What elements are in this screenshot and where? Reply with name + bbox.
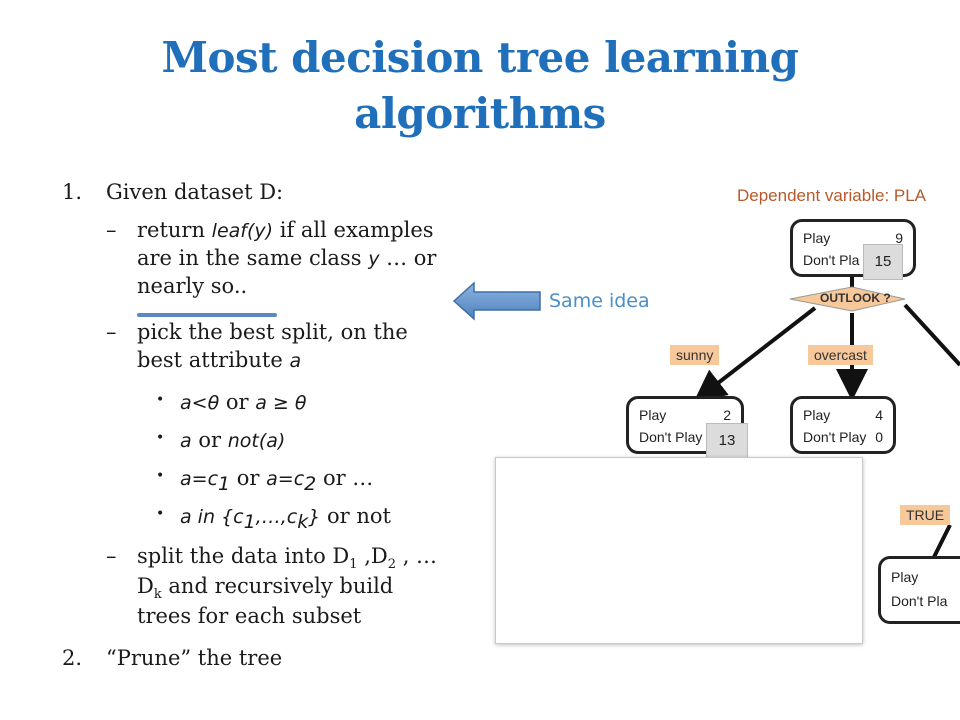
dash-2-line-2: best attribute a (137, 348, 302, 372)
overcast-tag: overcast (808, 345, 873, 365)
dash-1-line-1: return leaf(y) if all examples (137, 218, 434, 242)
page-number-13: 13 (706, 423, 748, 459)
dash-1-line-2: are in the same class y … or (137, 246, 437, 270)
step-1-number: 1. (62, 180, 83, 204)
dash-2: – (106, 320, 117, 344)
bullet-4: a in {c1,…,ck} or not (180, 504, 391, 534)
dash-1-line-3: nearly so.. (137, 274, 248, 298)
bullet-3: a=c1 or a=c2 or … (180, 466, 374, 496)
outlook-label: OUTLOOK ? (820, 291, 891, 305)
title-line-1: Most decision tree learning (161, 33, 799, 82)
dependent-variable-label: Dependent variable: PLA (737, 186, 927, 205)
dash-2-line-1: pick the best split, on the (137, 320, 408, 344)
left-arrow-icon (452, 281, 541, 321)
bullet-icon: • (156, 506, 165, 522)
same-idea-label: Same idea (549, 290, 650, 312)
bullet-icon: • (156, 468, 165, 484)
bullet-icon: • (156, 430, 165, 446)
bullet-icon: • (156, 392, 165, 408)
bullet-2: a or not(a) (180, 428, 286, 452)
step-1-text: Given dataset D: (106, 180, 284, 204)
page-number-15: 15 (863, 244, 903, 280)
slide-title: Most decision tree learning algorithms (0, 30, 960, 142)
dash-1: – (106, 218, 117, 242)
dash-3-line-3: trees for each subset (137, 604, 362, 628)
dash-3: – (106, 544, 117, 568)
sunny-tag: sunny (670, 345, 720, 365)
step-2-text: “Prune” the tree (106, 646, 283, 670)
title-line-2: algorithms (354, 89, 606, 138)
step-2-number: 2. (62, 646, 83, 670)
bullet-1: a<θ or a ≥ θ (180, 390, 307, 414)
true-node: Play Don't Pla (878, 556, 960, 624)
dash-3-line-2: Dk and recursively build (137, 574, 394, 603)
blank-overlay-panel (495, 457, 863, 644)
dash-3-line-1: split the data into D1 ,D2 , … (137, 544, 438, 573)
highlight-underline (137, 313, 277, 317)
overcast-node: Play 4 Don't Play 0 (790, 396, 896, 454)
true-tag: TRUE (900, 505, 951, 525)
